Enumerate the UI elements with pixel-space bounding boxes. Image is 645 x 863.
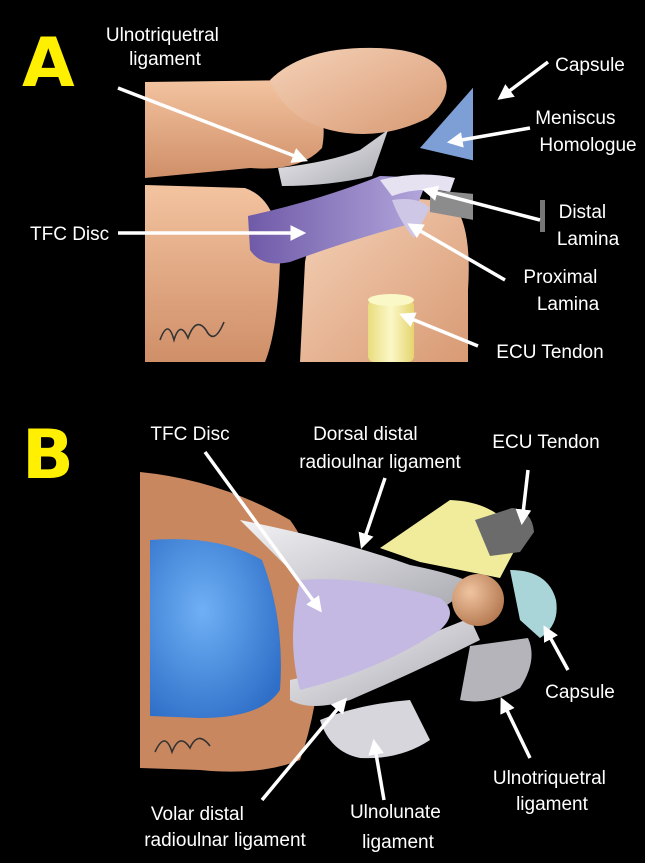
- ulna-head-left: [145, 185, 280, 362]
- arrow-a-capsule: [500, 62, 548, 98]
- panel-b-illustration: [140, 455, 560, 815]
- label-b-tfc-disc: TFC Disc: [150, 424, 229, 445]
- label-a-capsule: Capsule: [555, 55, 625, 76]
- label-b-dorsal-drul: Dorsal distal radioulnar ligament: [299, 424, 461, 473]
- radius-articular-surface: [150, 539, 281, 718]
- label-a-proximal-lamina: Proximal Lamina: [523, 267, 602, 315]
- label-a-distal-lamina: Distal Lamina: [557, 202, 620, 250]
- ecu-tendon-a: [368, 300, 414, 362]
- panel-a-letter: A: [22, 24, 75, 103]
- ulnar-styloid: [452, 574, 504, 626]
- label-a-meniscus-homologue: Meniscus Homologue: [535, 108, 636, 156]
- label-b-ulnolunate: Ulnolunate ligament: [350, 802, 446, 853]
- label-b-capsule: Capsule: [545, 682, 615, 703]
- label-a-ecu-tendon: ECU Tendon: [496, 342, 603, 363]
- panel-a-illustration: [145, 40, 540, 362]
- panel-b-letter: B: [22, 416, 74, 495]
- label-b-ecu-tendon: ECU Tendon: [492, 432, 599, 453]
- label-a-tfc-disc: TFC Disc: [30, 224, 109, 245]
